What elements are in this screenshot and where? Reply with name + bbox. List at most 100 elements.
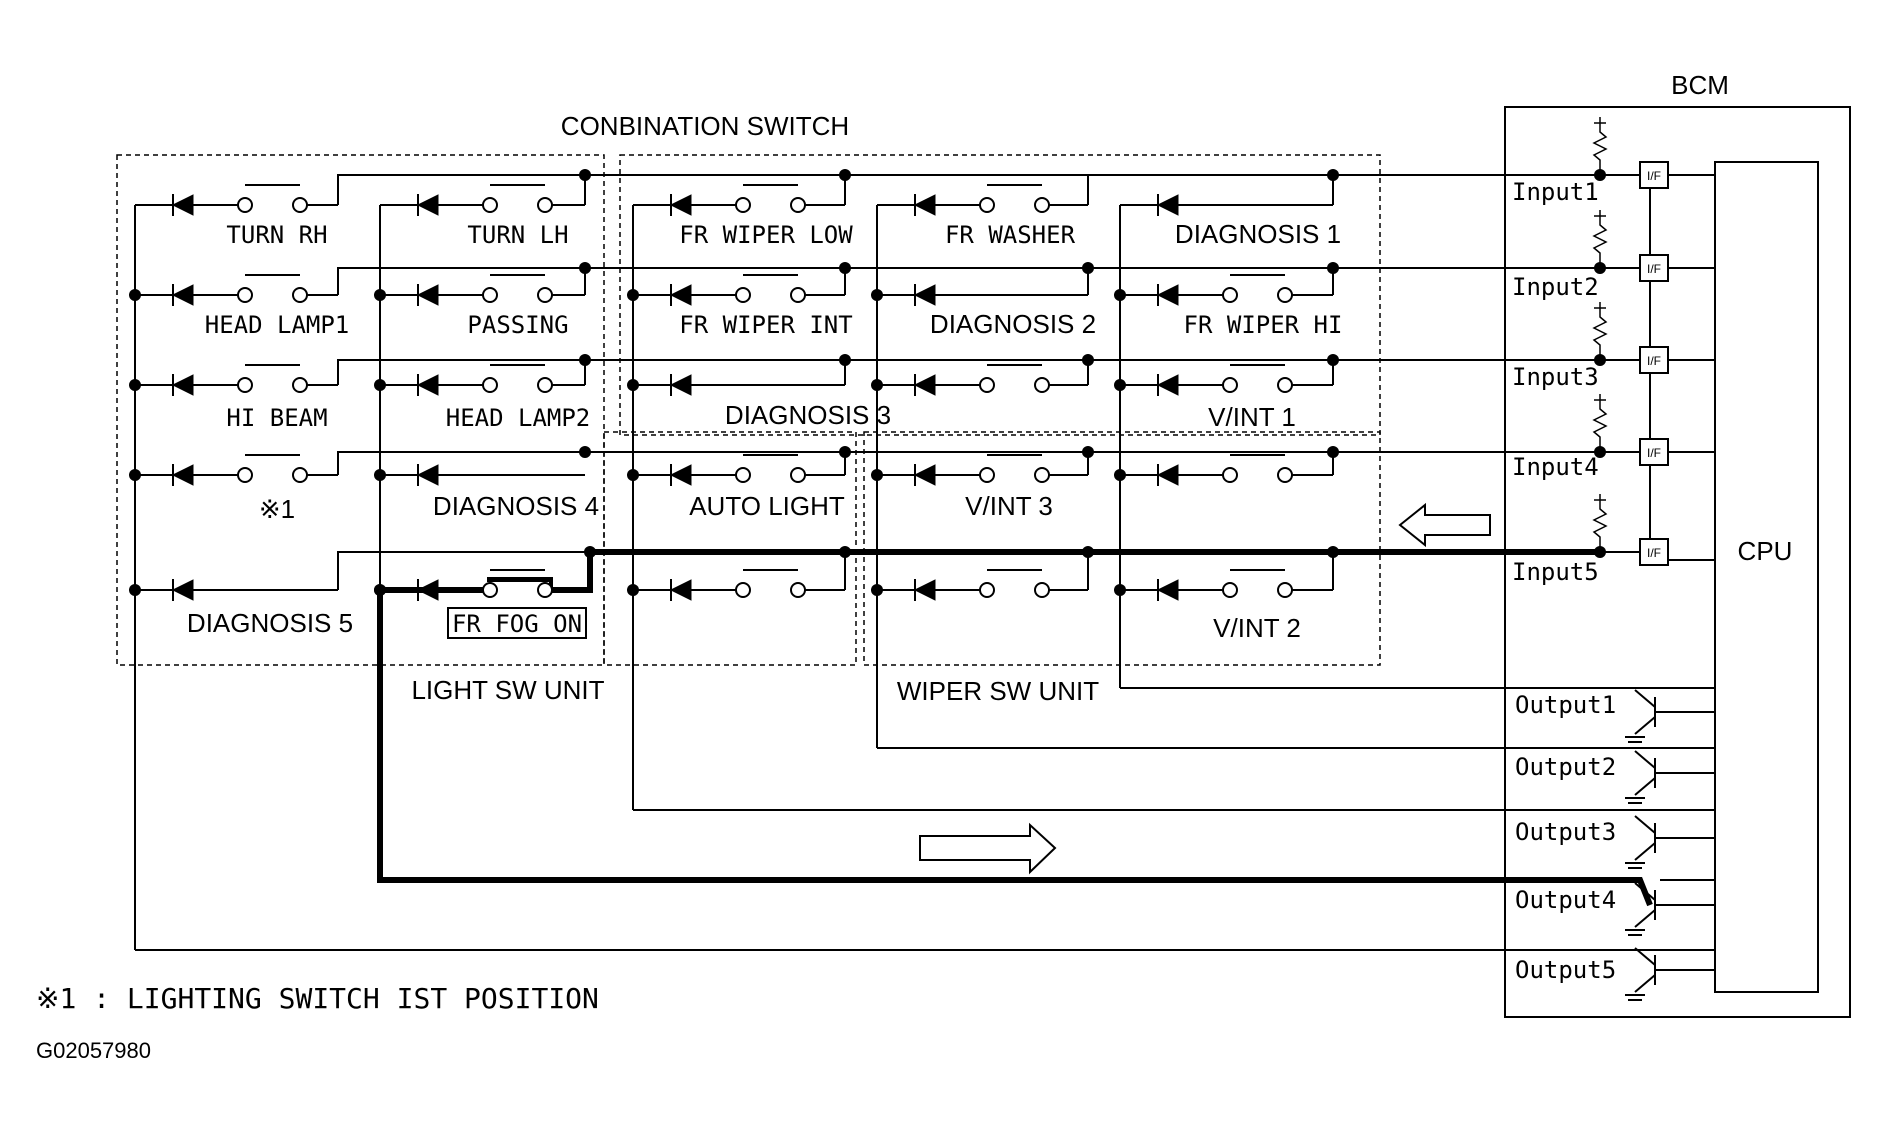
junction-dot [1082,262,1094,274]
label-diagnosis-2: DIAGNOSIS 2 [930,309,1096,339]
diode-switch-2-2 [669,374,692,396]
junction-dot [579,446,591,458]
output-2-label: Output2 [1515,753,1616,781]
junction-dot [871,379,883,391]
diode-switch-2-1 [669,274,806,306]
diode-switch-3-4 [913,569,1050,601]
diode-switch-4-1 [1156,274,1293,306]
if-block-1: I/F [1592,117,1669,189]
left-arrow-icon [1398,502,1491,548]
wiper-top-box [619,154,1381,436]
label-vint-2: V/INT 2 [1213,613,1301,643]
label-auto-light: AUTO LIGHT [689,491,845,521]
bcm-box [1504,106,1851,1018]
if-label: I/F [1647,169,1661,183]
transistor-4 [1625,882,1715,936]
label-turn-lh: TURN LH [467,221,568,249]
diode-switch-4-3 [1156,454,1293,486]
if-label: I/F [1647,354,1661,368]
diode-switch-3-0 [913,184,1050,216]
junction-dot [839,546,851,558]
junction-dot [579,169,591,181]
label-turn-rh: TURN RH [226,221,327,249]
figure-code: G02057980 [36,1038,151,1063]
interface-blocks: I/F I/F I/F I/F I/F [1592,117,1669,566]
bcm-label: BCM [1671,70,1729,100]
junction-dot [871,289,883,301]
output-transistors [1625,689,1715,1001]
light-sw-unit-box [116,154,605,666]
diode-switch-4-4 [1156,569,1293,601]
unit-boxes [116,154,1381,666]
junction-dot [584,546,596,558]
transistor-3 [1625,815,1715,869]
transistor-2 [1625,750,1715,804]
if-block-5: I/F [1592,494,1669,566]
input-4-label: Input4 [1512,453,1599,481]
junction-dot [627,379,639,391]
diode-switch-1-3 [416,464,439,486]
junction-dot [374,584,386,596]
label-fr-fog-on: FR FOG ON [452,610,582,638]
junction-dot [129,584,141,596]
junction-dot [839,354,851,366]
diode-switch-0-1 [171,274,308,306]
if-label: I/F [1647,262,1661,276]
label-vint-1: V/INT 1 [1208,402,1296,432]
cpu-box [1714,161,1819,993]
junction-dot [627,289,639,301]
diode-switch-3-3 [913,454,1050,486]
diode-switch-1-4 [416,569,553,601]
if-label: I/F [1647,446,1661,460]
junction-dot [374,469,386,481]
if-block-3: I/F [1592,302,1669,374]
diode-switch-2-0 [669,184,806,216]
junction-dots [129,169,1606,596]
junction-dot [627,584,639,596]
input-3-label: Input3 [1512,363,1599,391]
fr-fog-on-box [447,607,587,639]
junction-dot [839,262,851,274]
junction-dot [579,354,591,366]
label-fr-wiper-low: FR WIPER LOW [679,221,853,249]
junction-dot [1082,546,1094,558]
if-label: I/F [1647,546,1661,560]
junction-dot [1327,262,1339,274]
label-vint-3: V/INT 3 [965,491,1053,521]
junction-dot [839,169,851,181]
if-block-4: I/F [1592,394,1669,466]
light-unit-label: LIGHT SW UNIT [411,675,604,705]
diode-switch-4-2 [1156,364,1293,396]
diode-switch-1-2 [416,364,553,396]
input-5-label: Input5 [1512,558,1599,586]
label-head-lamp1: HEAD LAMP1 [205,311,350,339]
diode-switch-3-1 [913,284,936,306]
diode-switch-1-0 [416,184,553,216]
junction-dot [1327,354,1339,366]
output-1-label: Output1 [1515,691,1616,719]
wiper-unit-label: WIPER SW UNIT [897,676,1099,706]
transistor-1 [1625,689,1715,743]
junction-dot [839,446,851,458]
junction-dot [129,289,141,301]
junction-dot [579,262,591,274]
label-diagnosis-1: DIAGNOSIS 1 [1175,219,1341,249]
label-note-mark: ※1 [259,494,295,524]
junction-dot [1327,446,1339,458]
switch-symbols [171,184,1293,601]
label-hi-beam: HI BEAM [226,404,327,432]
label-diagnosis-4: DIAGNOSIS 4 [433,491,599,521]
label-diagnosis-3: DIAGNOSIS 3 [725,400,891,430]
diode-switch-2-4 [669,569,806,601]
diode-switch-3-2 [913,364,1050,396]
diode-switch-0-4 [171,579,194,601]
label-fr-wiper-hi: FR WIPER HI [1184,311,1343,339]
junction-dot [1114,584,1126,596]
cpu-label: CPU [1738,536,1793,566]
diode-switch-0-3 [171,454,308,486]
if-block-2: I/F [1592,210,1669,282]
junction-dot [1114,469,1126,481]
junction-dot [1114,379,1126,391]
junction-dot [129,469,141,481]
